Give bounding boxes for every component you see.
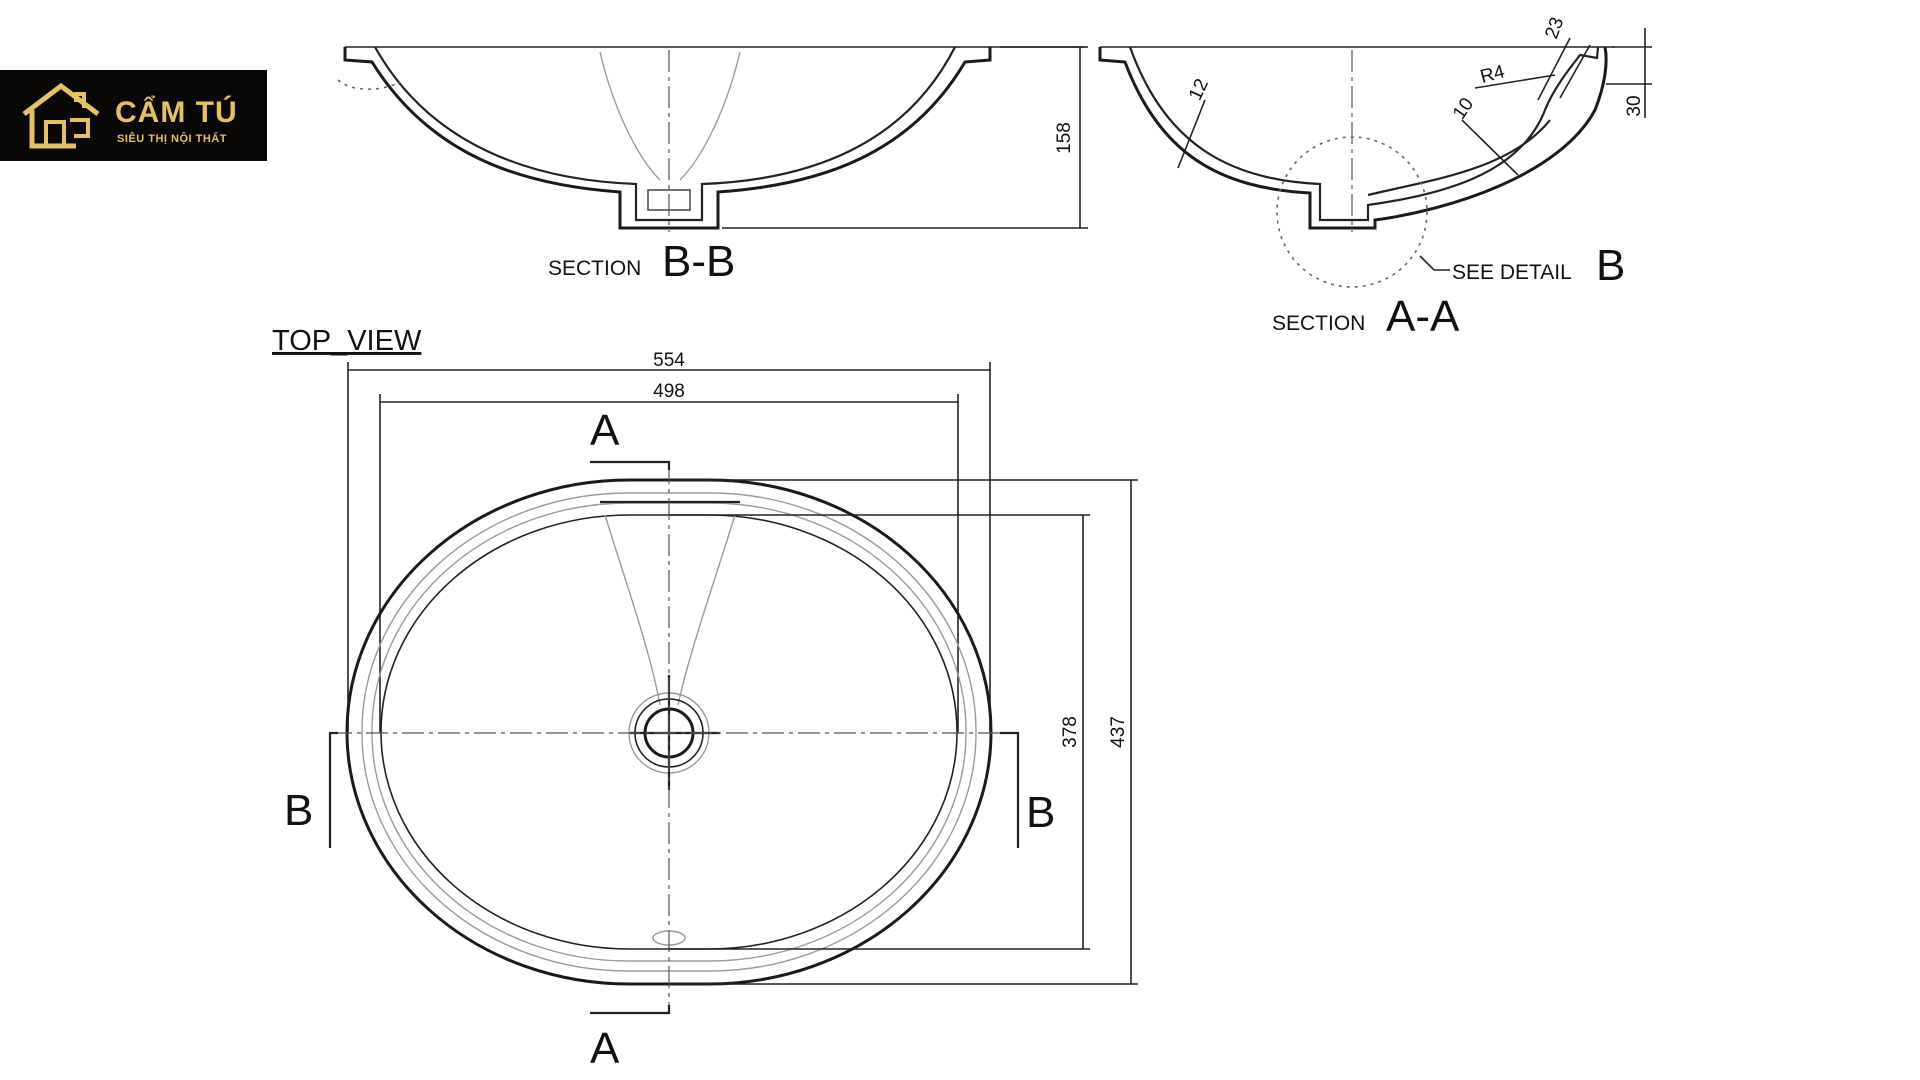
house-logo-icon: [22, 82, 100, 149]
bowl-aa-outer-profile: [1098, 46, 1608, 230]
wall-leader: [1461, 119, 1519, 176]
see-detail-letter: B: [1596, 241, 1625, 290]
cut-b-left-marker: [328, 731, 338, 848]
lip-leader: [1537, 37, 1571, 101]
section-bb-title: B-B: [662, 237, 735, 286]
thickness-dim-label: 12: [1185, 76, 1213, 104]
cut-a-top-label: A: [590, 406, 620, 455]
logo: CẨM TÚ SIÊU THỊ NỘI THẤT: [0, 70, 267, 161]
logo-tagline: SIÊU THỊ NỘI THẤT: [117, 133, 227, 145]
section-aa-view: 12 10 R4 23 30 SEE DETAIL B SECTION A-A: [1098, 15, 1652, 341]
outer-width-dim-label: 554: [653, 350, 685, 371]
radius-leader: [1474, 74, 1556, 89]
detail-b-circle: [1276, 136, 1428, 288]
lip-leader-2: [1559, 44, 1591, 99]
section-aa-title: A-A: [1386, 292, 1460, 341]
detail-hint: [337, 79, 401, 91]
see-detail-note: SEE DETAIL: [1452, 261, 1572, 284]
bowl-outer-profile: [343, 47, 992, 230]
overflow-channel: [1367, 119, 1551, 197]
rim-dim-label: 30: [1624, 95, 1645, 116]
height-dim-label: 158: [1054, 122, 1075, 154]
ghost-curve-right: [679, 51, 741, 181]
wall-dim-label: 10: [1449, 94, 1478, 123]
cut-b-right-marker: [1000, 731, 1020, 848]
cut-a-top-marker: [590, 460, 671, 470]
outer-depth-dim-label: 437: [1108, 716, 1129, 748]
overflow-channel-left: [604, 514, 661, 706]
cut-b-right-label: B: [1026, 788, 1055, 837]
overflow-channel-right: [677, 514, 736, 706]
top-view-title: TOP_VIEW: [272, 325, 422, 357]
detail-leader: [1419, 255, 1450, 271]
logo-name: CẨM TÚ: [115, 96, 238, 129]
section-aa-prefix: SECTION: [1272, 312, 1365, 335]
bowl-aa-inner-profile: [1128, 46, 1600, 222]
section-bb-prefix: SECTION: [548, 257, 641, 280]
inner-depth-dim-label: 378: [1060, 716, 1081, 748]
ghost-curve-left: [599, 51, 661, 181]
inner-width-dim-label: 498: [653, 381, 685, 402]
bowl-inner-profile: [374, 46, 956, 222]
cut-a-bottom-label: A: [590, 1024, 620, 1073]
section-bb-view: 158 SECTION B-B: [337, 46, 1088, 286]
cut-a-bottom-marker: [590, 1005, 671, 1015]
thickness-leader: [1177, 99, 1206, 169]
cut-b-left-label: B: [284, 786, 313, 835]
lip-dim-label: 23: [1541, 15, 1568, 42]
top-view: TOP_VIEW 554 498 A A: [272, 325, 1138, 1073]
